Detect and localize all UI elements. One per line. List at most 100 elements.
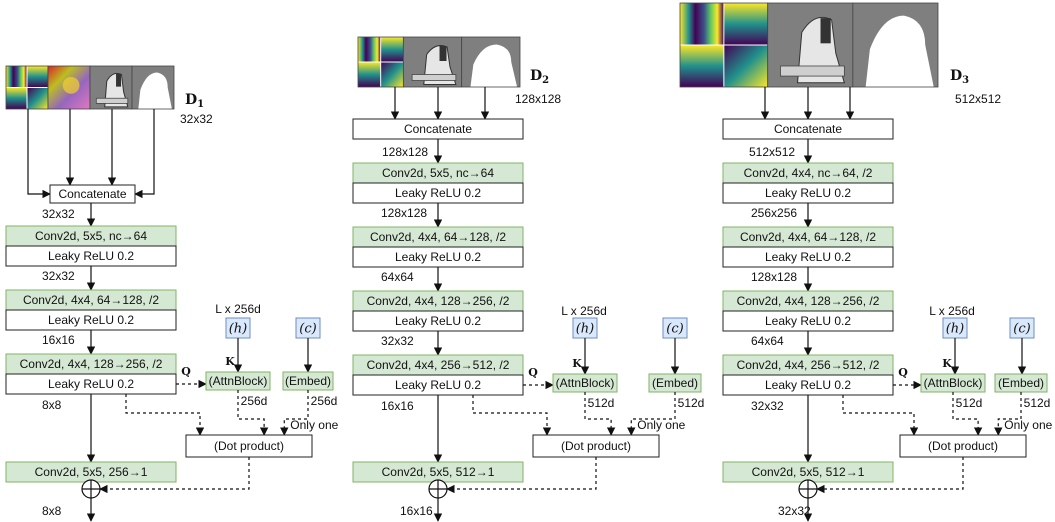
conv-layer-3-label: Conv2d, 4x4, 128→256, /2 xyxy=(367,294,510,308)
activation-2: Leaky ReLU 0.2 xyxy=(5,309,177,331)
condition-symbol: (c) xyxy=(666,322,683,337)
attn-dim-label: 256d xyxy=(241,394,268,408)
wire-attn-to-dot xyxy=(237,390,269,436)
activation-1: Leaky ReLU 0.2 xyxy=(352,182,524,204)
final-conv-layer-label: Conv2d, 5x5, 256→1 xyxy=(35,465,148,479)
resolution-2: 128x128 xyxy=(751,270,797,284)
wire-attn-to-dot xyxy=(952,392,983,436)
dot-product-block: (Dot product) xyxy=(532,434,660,458)
activation-1-label: Leaky ReLU 0.2 xyxy=(395,186,481,200)
conv-layer-4: Conv2d, 4x4, 256→512, /2 xyxy=(352,354,524,376)
activation-3-label: Leaky ReLU 0.2 xyxy=(48,377,134,391)
resolution-2: 64x64 xyxy=(381,270,414,284)
sum-node xyxy=(798,479,818,499)
concatenate-block-label: Concatenate xyxy=(774,122,842,136)
input-thumb-1 xyxy=(5,65,49,110)
embed-block-label: (Embed) xyxy=(652,376,698,390)
attn-block-label: (AttnBlock) xyxy=(209,374,268,388)
final-conv-layer: Conv2d, 5x5, 512→1 xyxy=(352,461,524,483)
activation-2-label: Leaky ReLU 0.2 xyxy=(48,313,134,327)
hidden-states-input: (h) xyxy=(225,317,251,339)
conv-layer-2: Conv2d, 4x4, 64→128, /2 xyxy=(722,226,894,248)
input-thumbnails xyxy=(679,2,939,88)
attn-block: (AttnBlock) xyxy=(552,373,618,393)
final-conv-layer-label: Conv2d, 5x5, 512→1 xyxy=(752,465,865,479)
conv-layer-1: Conv2d, 4x4, nc→64, /2 xyxy=(722,162,894,184)
condition-input: (c) xyxy=(662,317,688,339)
condition-input: (c) xyxy=(295,317,321,339)
input-thumb-3 xyxy=(89,65,133,110)
conv-layer-1-label: Conv2d, 4x4, nc→64, /2 xyxy=(744,166,873,180)
input-thumb-2 xyxy=(47,65,91,110)
only-one-label: Only one xyxy=(637,418,685,432)
discriminator-name: D2 xyxy=(530,68,549,86)
activation-3: Leaky ReLU 0.2 xyxy=(722,310,894,332)
activation-4-label: Leaky ReLU 0.2 xyxy=(765,378,851,392)
embed-block: (Embed) xyxy=(994,373,1048,393)
activation-4: Leaky ReLU 0.2 xyxy=(352,374,524,396)
condition-input: (c) xyxy=(1009,317,1035,339)
hidden-states-symbol: (h) xyxy=(576,322,595,337)
wire-dot-to-sum xyxy=(446,457,597,494)
concatenate-block-label: Concatenate xyxy=(58,187,126,201)
wire-dot-to-sum xyxy=(816,457,964,494)
wire-features-to-dot xyxy=(842,395,919,436)
activation-2-label: Leaky ReLU 0.2 xyxy=(395,250,481,264)
attn-block-label: (AttnBlock) xyxy=(924,376,983,390)
activation-4: Leaky ReLU 0.2 xyxy=(722,374,894,396)
only-one-label: Only one xyxy=(290,418,338,432)
conv-layer-4-label: Conv2d, 4x4, 256→512, /2 xyxy=(737,358,880,372)
query-label: Q xyxy=(528,366,538,379)
sum-node xyxy=(428,479,448,499)
activation-1-label: Leaky ReLU 0.2 xyxy=(765,186,851,200)
activation-3-label: Leaky ReLU 0.2 xyxy=(765,314,851,328)
input-resolution: 128x128 xyxy=(515,92,561,106)
conv-layer-3: Conv2d, 4x4, 128→256, /2 xyxy=(352,290,524,312)
resolution-4: 32x32 xyxy=(751,399,784,413)
conv-layer-2-label: Conv2d, 4x4, 64→128, /2 xyxy=(23,293,159,307)
output-resolution: 32x32 xyxy=(778,504,811,518)
embed-block: (Embed) xyxy=(282,371,334,391)
resolution-1: 128x128 xyxy=(381,206,427,220)
dot-product-block-label: (Dot product) xyxy=(561,439,631,453)
only-one-label: Only one xyxy=(1004,418,1052,432)
hidden-states-input: (h) xyxy=(572,317,598,339)
key-label: K xyxy=(225,355,235,368)
embed-block: (Embed) xyxy=(648,373,702,393)
concat-resolution: 128x128 xyxy=(382,145,428,159)
concatenate-block: Concatenate xyxy=(49,184,136,204)
resolution-4: 16x16 xyxy=(381,399,414,413)
conv-layer-3-label: Conv2d, 4x4, 128→256, /2 xyxy=(737,294,880,308)
attn-dim-label: 512d xyxy=(956,396,983,410)
wire-input-1 xyxy=(27,109,51,199)
input-thumb-1 xyxy=(679,2,769,88)
conv-layer-1: Conv2d, 5x5, nc→64 xyxy=(352,162,524,184)
hidden-states-symbol: (h) xyxy=(229,322,248,337)
output-resolution: 16x16 xyxy=(400,504,433,518)
activation-3: Leaky ReLU 0.2 xyxy=(5,373,177,395)
activation-4-label: Leaky ReLU 0.2 xyxy=(395,378,481,392)
attn-dim-label: 512d xyxy=(588,396,615,410)
key-label: K xyxy=(942,357,952,370)
concatenate-block-label: Concatenate xyxy=(404,122,472,136)
activation-3: Leaky ReLU 0.2 xyxy=(352,310,524,332)
query-label: Q xyxy=(898,366,908,379)
hidden-states-label: L x 256d xyxy=(215,302,261,316)
dot-product-block-label: (Dot product) xyxy=(928,439,998,453)
final-conv-layer: Conv2d, 5x5, 256→1 xyxy=(5,461,177,483)
hidden-states-label: L x 256d xyxy=(929,304,975,318)
conv-layer-2: Conv2d, 4x4, 64→128, /2 xyxy=(352,226,524,248)
condition-symbol: (c) xyxy=(1013,322,1030,337)
conv-layer-1-label: Conv2d, 5x5, nc→64 xyxy=(382,166,494,180)
discriminator-name: D3 xyxy=(950,68,969,86)
attn-block: (AttnBlock) xyxy=(920,373,986,393)
conv-layer-3: Conv2d, 4x4, 128→256, /2 xyxy=(722,290,894,312)
attn-block: (AttnBlock) xyxy=(205,371,271,391)
hidden-states-label: L x 256d xyxy=(561,304,607,318)
activation-1: Leaky ReLU 0.2 xyxy=(722,182,894,204)
resolution-3: 8x8 xyxy=(42,398,62,412)
concat-resolution: 32x32 xyxy=(42,207,75,221)
embed-dim-label: 512d xyxy=(1024,396,1051,410)
